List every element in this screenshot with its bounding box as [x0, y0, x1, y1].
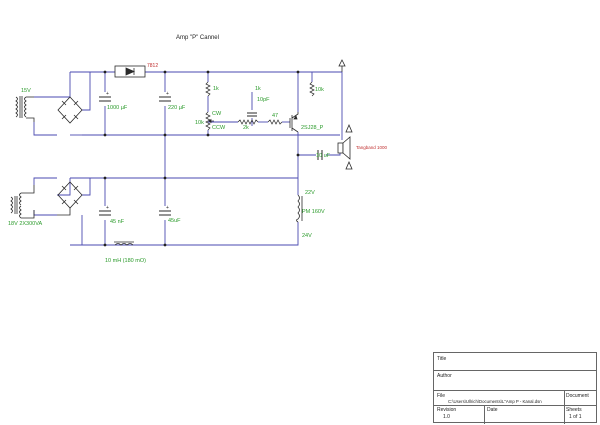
label-res-47: 47: [272, 113, 279, 119]
title-block-divider: [434, 390, 596, 391]
svg-text:+: +: [106, 91, 109, 97]
document-label: Document: [566, 393, 589, 399]
file-value: C:\Users\Ullrich\Documents\L"Amp P - Kan…: [448, 399, 542, 404]
author-label: Author: [437, 373, 452, 379]
label-res-10k-right: 10k: [315, 87, 324, 93]
inductor-pm: [296, 194, 303, 223]
label-cap-45uf: 45uF: [168, 218, 181, 224]
label-cap-1000: 1000 µF: [107, 105, 128, 111]
speaker-icon: [337, 136, 351, 160]
rectifier-bridge-2: [57, 181, 83, 216]
label-speaker: Tangband 1000: [356, 145, 388, 150]
date-label: Date: [487, 407, 498, 413]
transformer-1: [15, 96, 35, 122]
resistor-2k: [237, 119, 259, 125]
label-15v: 15V: [21, 88, 31, 94]
cap-plus-marks: + + + +: [106, 91, 169, 211]
revision-value: 1.0: [443, 414, 450, 420]
label-pot-1k: 1k: [213, 86, 219, 92]
label-7812: 7812: [147, 63, 159, 69]
wires: [33, 71, 343, 246]
electrolytic-caps: [99, 96, 257, 216]
potentiometer-10k: [205, 111, 214, 131]
label-top-1k: 1k: [255, 86, 261, 92]
schematic-title: Amp "P" Cannel: [176, 35, 219, 41]
svg-text:+: +: [166, 205, 169, 211]
revision-label: Revision: [437, 407, 457, 413]
junctions: [103, 70, 300, 247]
title-block: Title Author File C:\Users\Ullrich\Docum…: [433, 352, 597, 424]
sheets-value: 1 of 1: [569, 414, 582, 420]
label-cap-10uf: 10 uF: [316, 153, 331, 159]
cap-10uf: [317, 150, 323, 160]
title-block-divider: [564, 390, 565, 405]
title-label: Title: [437, 356, 447, 362]
resistor-1k-right: [309, 81, 315, 97]
transformer-2: [10, 185, 35, 219]
file-label: File: [437, 393, 446, 399]
label-cap-45nf: 45 nF: [110, 219, 125, 225]
resistor-47: [267, 119, 283, 125]
sheets-label: Sheets: [566, 407, 582, 413]
title-block-divider: [564, 405, 565, 424]
label-18v: 18V 2X300VA: [8, 221, 43, 227]
label-22v: 22V: [305, 190, 315, 196]
svg-text:+: +: [106, 205, 109, 211]
ground-symbols: [338, 59, 353, 170]
title-block-divider: [434, 370, 596, 371]
label-pot-ccw: CCW: [212, 125, 226, 131]
label-pot-10k: 10k: [195, 120, 204, 126]
label-res-2k: 2k: [243, 125, 249, 131]
choke-10mh: [114, 241, 134, 246]
label-transistor: 2SJ28_P: [301, 125, 324, 131]
transistor-2sj28: [289, 112, 299, 133]
label-cap-220: 220 µF: [168, 105, 186, 111]
label-inductor-pm: PM 160V: [302, 209, 325, 215]
label-pot-cw: CW: [212, 111, 222, 117]
title-block-divider: [484, 405, 485, 424]
resistor-1k: [205, 81, 211, 97]
label-choke: 10 mH (180 mO): [105, 258, 146, 264]
title-block-divider: [434, 405, 596, 406]
svg-text:+: +: [166, 91, 169, 97]
label-cap-10pf: 10pF: [257, 97, 270, 103]
rectifier-bridge-1: [57, 96, 83, 124]
regulator-7812: [114, 65, 146, 78]
label-24v: 24V: [302, 233, 312, 239]
